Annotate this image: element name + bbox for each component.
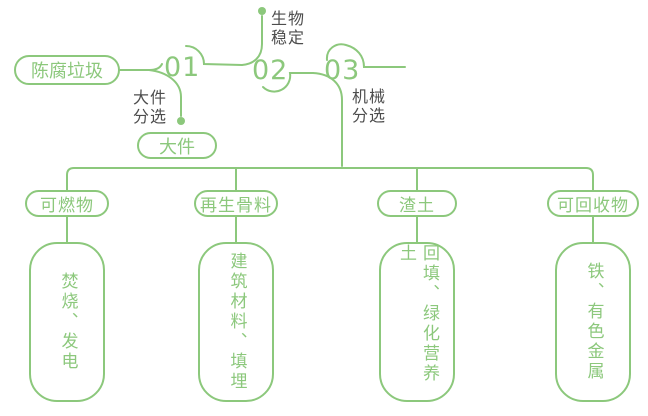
wire-step3-out <box>325 43 406 68</box>
annotation-mechanical-sorting: 机械 分选 <box>352 87 387 125</box>
wire-source-to-step1 <box>119 63 163 71</box>
outcome-text-incineration-power: 焚烧、发电 <box>57 272 78 372</box>
source-node: 陈腐垃圾 <box>14 55 120 85</box>
outcome-box-recyclables: 铁、有色金属 <box>555 242 631 402</box>
category-recyclables: 可回收物 <box>547 190 639 217</box>
category-slag-soil: 渣土 <box>377 190 457 217</box>
wire-step2-to-step3 <box>262 72 314 93</box>
wire-distribution-bar <box>66 167 594 191</box>
outcome-text-building-materials-landfill: 建筑材料、填埋 <box>226 252 247 392</box>
annotation-biological-stabilization: 生物 稳定 <box>271 9 306 47</box>
category-combustibles: 可燃物 <box>25 190 109 217</box>
category-recycled-aggregate: 再生骨料 <box>194 190 278 217</box>
outcome-text-backfill-greening-soil: 回填、绿化营养土 <box>396 244 439 384</box>
step-number-1: 01 <box>164 52 201 83</box>
annotation-bulky-sorting: 大件 分选 <box>133 88 168 126</box>
step-number-3: 03 <box>324 55 361 86</box>
step-number-2: 02 <box>252 55 289 86</box>
outcome-text-iron-nonferrous-metals: 铁、有色金属 <box>583 262 604 382</box>
wire-riser-bio <box>241 15 263 66</box>
wire-branch-bulky <box>148 69 182 117</box>
wire-branch-mechanical <box>312 72 343 167</box>
bulky-output-node: 大件 <box>137 132 217 159</box>
outcome-box-combustibles: 焚烧、发电 <box>29 242 105 402</box>
endpoint-dot-bulky <box>177 117 185 125</box>
outcome-box-recycled-aggregate: 建筑材料、填埋 <box>198 242 274 402</box>
outcome-box-slag-soil: 回填、绿化营养土 <box>379 242 455 402</box>
endpoint-dot-bio <box>258 7 266 15</box>
wire-step1-to-step2 <box>185 45 243 66</box>
